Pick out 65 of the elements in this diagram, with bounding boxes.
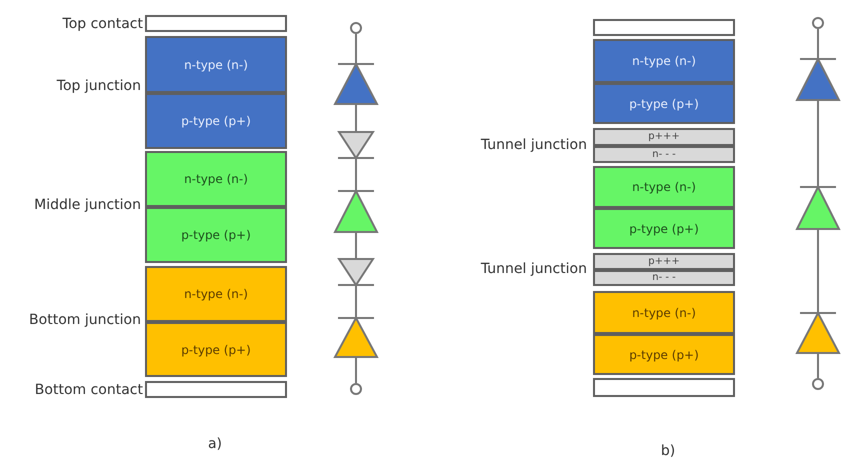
contact-layer <box>593 378 735 397</box>
semiconductor-layer <box>593 166 735 208</box>
wire <box>817 101 819 186</box>
terminal-circle <box>350 22 362 34</box>
semiconductor-layer <box>593 291 735 334</box>
semiconductor-layer <box>593 208 735 249</box>
semiconductor-layer <box>593 334 735 375</box>
wire <box>817 354 819 378</box>
layer-label: n-type (n-) <box>184 172 248 186</box>
layer-label: p-type (p+) <box>181 114 251 128</box>
semiconductor-layer <box>145 93 287 149</box>
junction-label: Tunnel junction <box>480 137 587 153</box>
semiconductor-layer <box>145 36 287 93</box>
wire <box>355 105 357 131</box>
diode-symbol <box>334 190 378 233</box>
layer-label: n-type (n-) <box>184 58 248 72</box>
layer-label: n-type (n-) <box>632 306 696 320</box>
terminal-circle <box>350 383 362 395</box>
diode-symbol <box>334 317 378 358</box>
layer-label: n-type (n-) <box>184 287 248 301</box>
semiconductor-layer <box>145 151 287 207</box>
diode-symbol <box>338 131 374 159</box>
semiconductor-layer <box>593 146 735 163</box>
layer-label: p-type (p+) <box>629 96 699 110</box>
semiconductor-layer <box>593 83 735 124</box>
layer-label: n-type (n-) <box>632 54 696 68</box>
diode-symbol <box>338 258 374 286</box>
panel-label: a) <box>208 436 222 452</box>
wire <box>355 286 357 317</box>
layer-name: Top contact <box>62 16 143 32</box>
diode-symbol <box>796 312 840 354</box>
terminal-circle <box>812 378 824 390</box>
wire <box>355 159 357 190</box>
layer-label: p-type (p+) <box>629 222 699 236</box>
layer-label: p-type (p+) <box>181 342 251 356</box>
semiconductor-layer <box>593 270 735 286</box>
layer-label: p+++ <box>648 256 680 266</box>
diode-symbol <box>796 186 840 230</box>
diode-symbol <box>334 63 378 105</box>
semiconductor-layer <box>593 128 735 146</box>
semiconductor-layer <box>593 39 735 83</box>
wire <box>817 230 819 312</box>
junction-label: Top junction <box>56 78 141 94</box>
junction-label: Tunnel junction <box>480 261 587 277</box>
diode-symbol <box>796 58 840 101</box>
layer-label: n- - - <box>652 273 676 283</box>
panel-label: b) <box>660 443 676 459</box>
junction-label: Bottom junction <box>29 312 141 328</box>
wire <box>355 233 357 258</box>
terminal-circle <box>812 17 824 29</box>
layer-label: p-type (p+) <box>629 348 699 362</box>
semiconductor-layer <box>145 207 287 263</box>
wire <box>355 34 357 63</box>
layer-label: p+++ <box>648 132 680 142</box>
contact-layer <box>593 19 735 36</box>
semiconductor-layer <box>145 322 287 377</box>
junction-label: Middle junction <box>34 197 141 213</box>
wire <box>817 29 819 58</box>
semiconductor-layer <box>145 266 287 322</box>
layer-label: n- - - <box>652 150 676 160</box>
layer-label: n-type (n-) <box>632 180 696 194</box>
layer-label: p-type (p+) <box>181 228 251 242</box>
layer-name: Bottom contact <box>34 382 143 398</box>
semiconductor-layer <box>593 253 735 270</box>
wire <box>355 358 357 383</box>
